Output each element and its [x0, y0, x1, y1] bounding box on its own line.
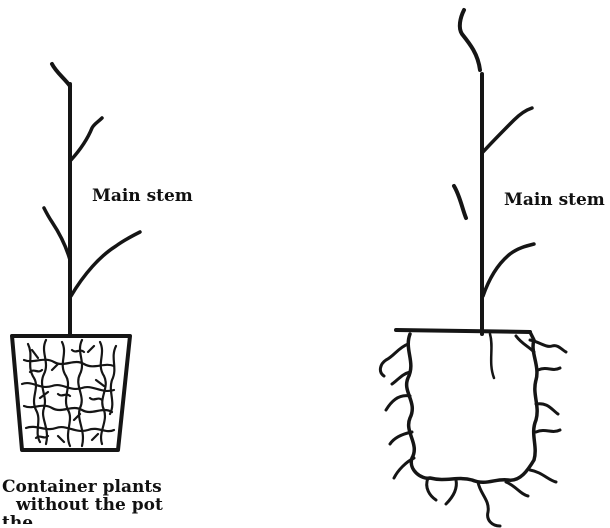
left-plant	[12, 64, 140, 450]
right-branch-upper	[483, 108, 532, 152]
caption-line-3: the	[2, 514, 163, 524]
right-root-mass	[407, 332, 538, 482]
container-plants-caption: Container plants without the pot the	[2, 478, 163, 524]
left-root-tangle	[22, 340, 116, 446]
right-plant	[380, 10, 566, 526]
left-stem-tip	[52, 64, 70, 86]
left-branch-upper-right	[71, 118, 102, 160]
left-branch-lower-right	[71, 232, 140, 296]
right-inner-root	[490, 334, 494, 378]
right-stem-tip	[460, 10, 480, 70]
right-main-stem-label: Main stem	[504, 192, 605, 209]
left-branch-lower-left	[44, 208, 70, 260]
right-branch-left-segment	[454, 186, 466, 218]
right-soil-line	[396, 330, 530, 332]
caption-line-1: Container plants	[2, 478, 163, 496]
left-main-stem-label: Main stem	[92, 188, 193, 205]
right-branch-lower	[483, 244, 534, 296]
caption-line-2: without the pot	[2, 496, 163, 514]
